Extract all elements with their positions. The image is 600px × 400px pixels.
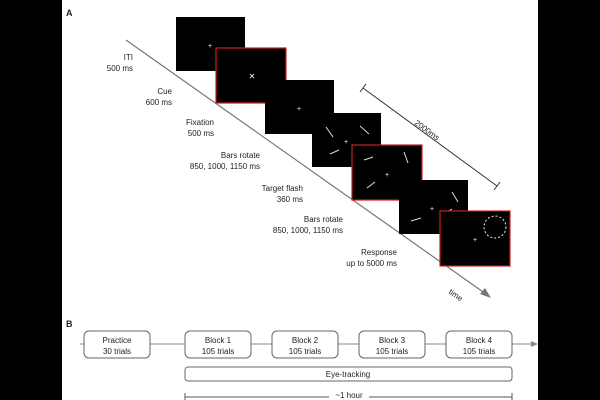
stage-label-bars-rotate-2: Bars rotate xyxy=(304,215,344,224)
stage-duration-target-flash: 360 ms xyxy=(277,195,303,204)
block-name: Practice xyxy=(103,336,132,345)
stage-duration-response: up to 5000 ms xyxy=(346,259,397,268)
duration-bracket: ~1 hour xyxy=(184,391,513,400)
rotating-bar xyxy=(325,126,334,138)
stage-label-bars-rotate-1: Bars rotate xyxy=(221,151,261,160)
screen-response: + xyxy=(439,210,511,267)
block-3: Block 3 105 trials xyxy=(358,330,426,359)
session-arrowhead xyxy=(531,341,538,347)
block-4: Block 4 105 trials xyxy=(445,330,513,359)
stage-label-iti: ITI xyxy=(124,53,133,62)
fixation-cross-icon: + xyxy=(385,172,389,179)
fixation-cross-icon: + xyxy=(297,106,301,113)
time-axis xyxy=(125,39,487,295)
block-trials: 105 trials xyxy=(289,347,321,356)
rotating-bar xyxy=(403,151,409,164)
stage-label-response: Response xyxy=(361,248,398,257)
panel-b-letter: B xyxy=(66,319,73,329)
eye-tracking-label: Eye-tracking xyxy=(326,370,370,379)
block-2: Block 2 105 trials xyxy=(271,330,339,359)
stimulus-screens: + ✕ + + + xyxy=(176,17,511,267)
stage-duration-bars-rotate-1: 850, 1000, 1150 ms xyxy=(190,162,260,171)
rotating-bar xyxy=(363,156,374,161)
duration-label: ~1 hour xyxy=(335,391,363,400)
rotating-bar xyxy=(366,181,376,189)
stage-label-target-flash: Target flash xyxy=(262,184,303,193)
eye-tracking-bar: Eye-tracking xyxy=(184,366,513,382)
response-circle xyxy=(483,215,507,239)
block-name: Block 3 xyxy=(379,336,406,345)
block-sequence: Practice 30 trials Block 1 105 trials Bl… xyxy=(83,330,513,400)
fixation-cross-icon: + xyxy=(208,43,212,50)
stage-duration-iti: 500 ms xyxy=(107,64,133,73)
rotating-bar xyxy=(451,191,459,203)
block-1: Block 1 105 trials xyxy=(184,330,252,359)
rotating-bar xyxy=(410,217,422,222)
panel-a-letter: A xyxy=(66,8,73,18)
stage-duration-fixation: 500 ms xyxy=(188,129,214,138)
block-trials: 30 trials xyxy=(103,347,131,356)
cue-cross-icon: ✕ xyxy=(249,72,256,81)
block-trials: 105 trials xyxy=(376,347,408,356)
time-arrowhead xyxy=(480,288,491,298)
block-practice: Practice 30 trials xyxy=(83,330,151,359)
block-name: Block 2 xyxy=(292,336,319,345)
rotating-bar xyxy=(329,149,340,155)
block-trials: 105 trials xyxy=(202,347,234,356)
fixation-cross-icon: + xyxy=(430,206,434,213)
rotating-bar xyxy=(359,125,370,135)
stage-duration-bars-rotate-2: 850, 1000, 1150 ms xyxy=(273,226,343,235)
stage-label-fixation: Fixation xyxy=(186,118,214,127)
block-trials: 105 trials xyxy=(463,347,495,356)
block-name: Block 1 xyxy=(205,336,232,345)
stage-duration-cue: 600 ms xyxy=(146,98,172,107)
block-name: Block 4 xyxy=(466,336,493,345)
fixation-cross-icon: + xyxy=(344,139,348,146)
stage-label-cue: Cue xyxy=(157,87,172,96)
fixation-cross-icon: + xyxy=(473,237,477,244)
stage-labels: ITI 500 ms Cue 600 ms Fixation 500 ms Ba… xyxy=(107,53,398,268)
